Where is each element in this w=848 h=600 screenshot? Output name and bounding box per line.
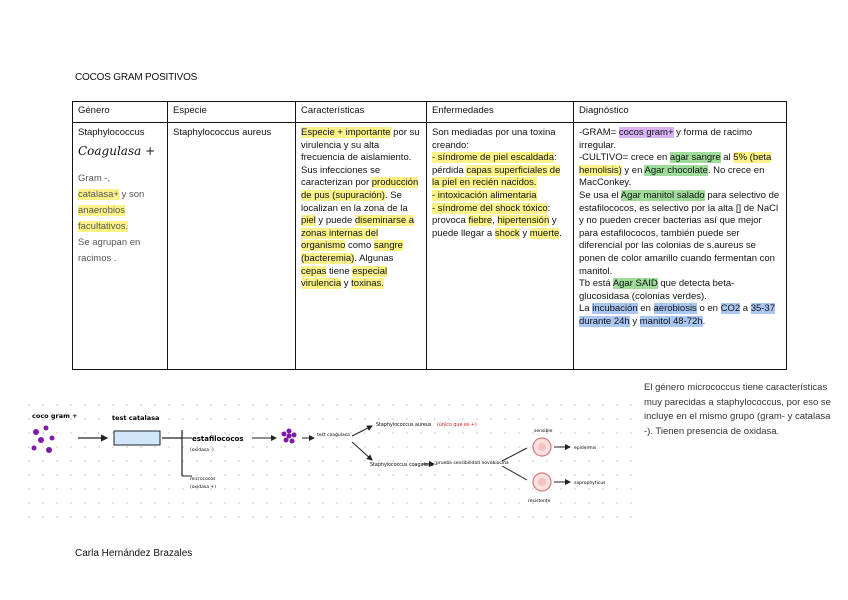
genus-description: Gram -, catalasa+ y son anaerobios facul…	[78, 173, 145, 265]
cell-genero: Staphylococcus Coagulasa + Gram -, catal…	[72, 122, 168, 370]
identification-diagram: coco gram + test catalasa estafilococos …	[22, 398, 632, 518]
cell-caracteristicas: Especie + importante por su virulencia y…	[295, 122, 427, 370]
label-s-coag-neg: Staphylococcus coagulasa -	[370, 462, 437, 468]
author-name: Carla Hernández Brazales	[75, 548, 193, 559]
label-oxidasa-neg: (oxidasa -)	[190, 447, 214, 453]
table-header-row: Género Especie Características Enfermeda…	[72, 101, 787, 123]
label-prueba: prueba sensibilidad novobiocina	[436, 460, 509, 466]
handwritten-note: Coagulasa +	[78, 143, 156, 158]
label-sensible: sensible	[534, 428, 553, 434]
cocos-table: Género Especie Características Enfermeda…	[72, 101, 787, 370]
genus-name: Staphylococcus	[78, 127, 145, 138]
document-title: COCOS GRAM POSITIVOS	[75, 72, 198, 83]
header-genero: Género	[72, 101, 168, 123]
purple-cocci-icon	[31, 425, 55, 453]
label-micrococos: micrococos	[190, 476, 216, 482]
staphylococcus-cluster-icon	[281, 428, 297, 444]
label-s-aureus: Staphylococcus aureus	[376, 422, 432, 428]
label-oxidasa-pos: (oxidasa +)	[190, 484, 216, 490]
label-estafilococos: estafilococos	[192, 435, 243, 443]
cell-especie: Staphylococcus aureus	[167, 122, 296, 370]
label-saprophyticus: saprophyticus	[574, 480, 606, 486]
micrococcus-note: El género micrococcus tiene característi…	[644, 382, 831, 437]
header-enfermedades: Enfermedades	[426, 101, 574, 123]
label-unico: (único que es +)	[437, 421, 477, 428]
label-cocos: coco gram +	[32, 412, 78, 420]
label-epidermis: epidermis	[574, 445, 597, 451]
label-test-catalasa: test catalasa	[112, 414, 159, 422]
catalase-slide-icon	[113, 430, 161, 446]
label-test-coagulasa: test coagulasa	[317, 432, 350, 438]
table-row: Staphylococcus Coagulasa + Gram -, catal…	[72, 122, 787, 370]
header-especie: Especie	[167, 101, 296, 123]
diagram-svg: coco gram + test catalasa estafilococos …	[31, 412, 606, 504]
header-diagnostico: Diagnóstico	[573, 101, 787, 123]
header-caracteristicas: Características	[295, 101, 427, 123]
cell-enfermedades: Son mediadas por una toxina creando:- sí…	[426, 122, 574, 370]
label-resistente: resistente	[528, 498, 551, 504]
cell-diagnostico: -GRAM= cocos gram+ y forma de racimo irr…	[573, 122, 787, 370]
